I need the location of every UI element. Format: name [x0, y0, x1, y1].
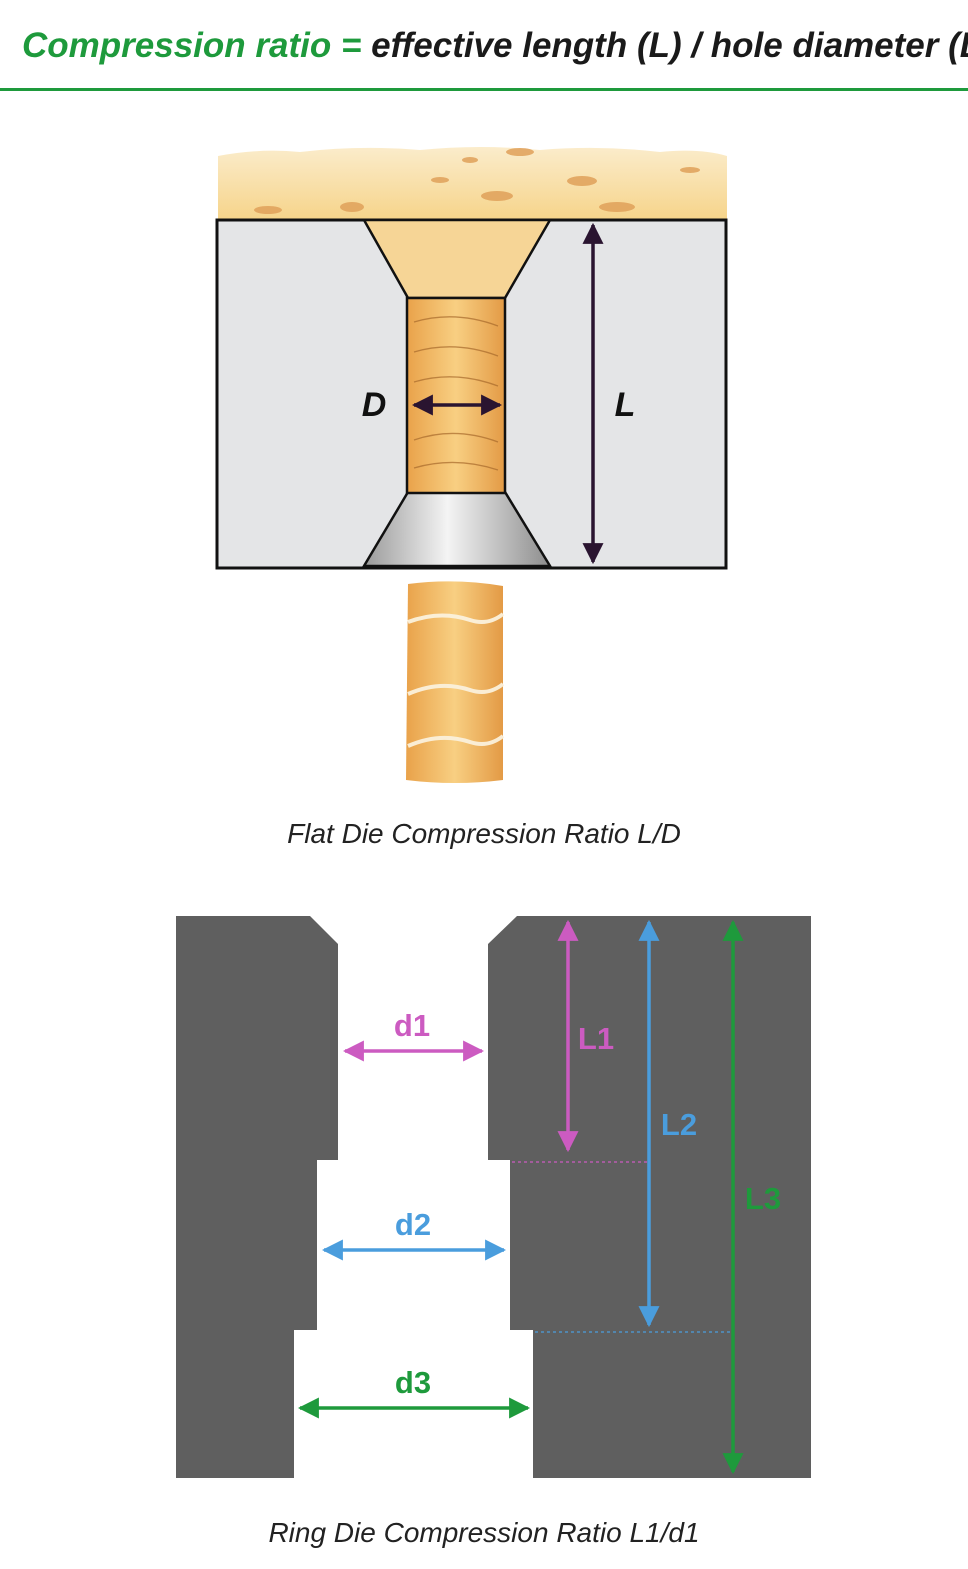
l3-label: L3 — [745, 1181, 781, 1216]
l2-label: L2 — [661, 1107, 697, 1142]
extruded-pellet — [406, 581, 503, 783]
flat-die-caption: Flat Die Compression Ratio L/D — [287, 818, 681, 849]
d1-label: d1 — [394, 1008, 430, 1043]
ring-die-left-wall — [176, 916, 338, 1478]
feed-material — [218, 147, 727, 220]
title-lead: Compression ratio = — [22, 26, 362, 65]
title-underline — [0, 88, 968, 91]
d3-label: d3 — [395, 1365, 431, 1400]
pellet-cracks — [407, 612, 505, 748]
d2-label: d2 — [395, 1207, 431, 1242]
flat-die-diagram: D L — [215, 147, 728, 783]
l1-label: L1 — [578, 1021, 614, 1056]
pellet-layers — [413, 316, 499, 471]
flat-die-channel — [405, 296, 507, 495]
header: Compression ratio = effective length (L)… — [0, 0, 968, 92]
flat-length-label: L — [615, 386, 636, 424]
ring-die-diagram: d1 d2 d3 L1 L2 L3 — [176, 916, 811, 1478]
title-rest: effective length (L) / hole diameter (D) — [371, 26, 968, 65]
page-title: Compression ratio = effective length (L)… — [22, 26, 968, 66]
flat-diameter-label: D — [362, 386, 387, 424]
feed-particles — [254, 148, 700, 214]
ring-die-caption: Ring Die Compression Ratio L1/d1 — [268, 1517, 700, 1548]
